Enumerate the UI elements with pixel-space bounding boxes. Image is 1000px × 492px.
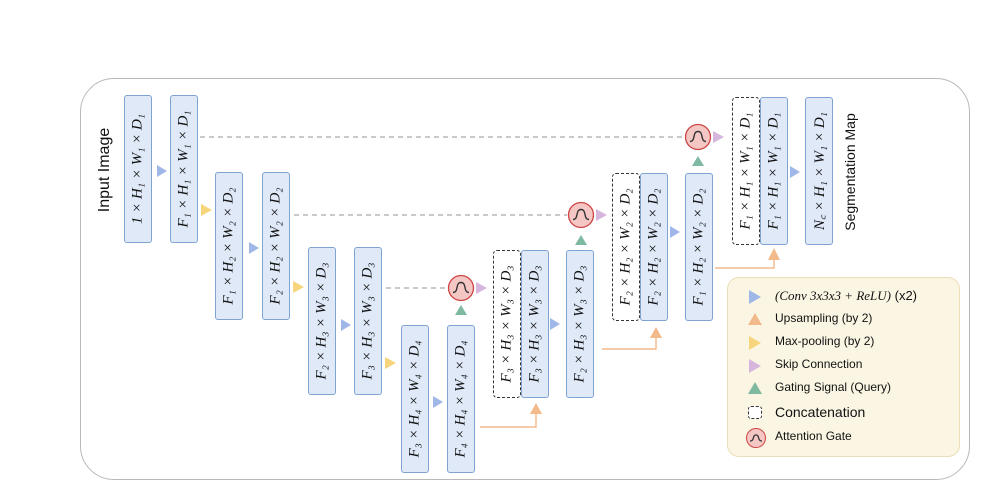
decoder-block-1-label: F₁ × H₁ × W₁ × D₁ xyxy=(765,112,782,230)
legend-skip-text: Skip Connection xyxy=(775,357,863,371)
segmentation-map-label: Segmentation Map xyxy=(842,113,858,231)
concat-block-2: F₂ × H₂ × W₂ × D₂ xyxy=(612,173,640,321)
legend-conv-text: (Conv 3x3x3 + ReLU) (x2) xyxy=(775,288,917,304)
bottleneck-block-a: F₃ × H₄ × W₄ × D₄ xyxy=(401,325,429,473)
conv-arrow-2 xyxy=(249,242,259,254)
legend-gating-text: Gating Signal (Query) xyxy=(775,380,892,394)
input-image-label: Input Image xyxy=(96,127,113,213)
skip-arrow-icon xyxy=(749,359,761,373)
legend-gating: Gating Signal (Query) xyxy=(728,379,961,399)
upsample-path-1 xyxy=(480,412,537,428)
output-block-label: N꜀ × H₁ × W₁ × D₁ xyxy=(812,112,828,230)
decoder-block-2a: F₂ × H₂ × W₂ × D₂ xyxy=(640,173,668,321)
encoder-block-1-label: F₁ × H₁ × W₁ × D₁ xyxy=(175,110,192,228)
gating-arrowhead-1 xyxy=(692,156,704,166)
decoder-block-3b: F₂ × H₃ × W₃ × D₃ xyxy=(566,250,594,398)
conv-arrow-icon xyxy=(749,290,761,304)
skip-arrowhead-2 xyxy=(596,209,607,221)
diagram-frame xyxy=(80,78,970,480)
legend-attention-text: Attention Gate xyxy=(775,429,852,443)
attention-gate-glyph xyxy=(749,434,763,442)
legend-conv: (Conv 3x3x3 + ReLU) (x2) xyxy=(728,287,961,307)
bottleneck-block-a-label: F₃ × H₄ × W₄ × D₄ xyxy=(406,340,423,458)
encoder-block-2a: F₁ × H₂ × W₂ × D₂ xyxy=(215,172,243,320)
decoder-block-3b-label: F₂ × H₃ × W₃ × D₃ xyxy=(571,265,588,383)
legend-upsampling-text: Upsampling (by 2) xyxy=(775,311,873,325)
skip-arrowhead-1 xyxy=(713,131,724,143)
upsample-path-3 xyxy=(715,258,775,269)
maxpool-arrow-1 xyxy=(201,204,212,216)
encoder-block-2a-label: F₁ × H₂ × W₂ × D₂ xyxy=(220,187,237,305)
upsample-path-2 xyxy=(602,337,657,350)
decoder-block-1: F₁ × H₁ × W₁ × D₁ xyxy=(760,97,788,245)
decoder-block-2b-label: F₁ × H₂ × W₂ × D₂ xyxy=(690,188,707,306)
legend-skip: Skip Connection xyxy=(728,356,961,376)
legend-conv-suffix: (x2) xyxy=(891,288,917,303)
upsample-arrowhead-1 xyxy=(530,403,542,414)
legend-concat-text: Concatenation xyxy=(775,404,866,420)
attention-gate-1 xyxy=(684,123,712,151)
legend-attention: Attention Gate xyxy=(728,428,961,448)
output-block: N꜀ × H₁ × W₁ × D₁ xyxy=(805,97,833,245)
gating-arrow-icon xyxy=(748,382,762,394)
encoder-block-3a: F₂ × H₃ × W₃ × D₃ xyxy=(308,247,336,395)
conv-arrow-7 xyxy=(790,166,800,178)
conv-arrow-1 xyxy=(157,165,167,177)
conv-arrow-4 xyxy=(433,396,443,408)
conv-arrow-5 xyxy=(550,318,560,330)
conv-arrow-6 xyxy=(670,226,680,238)
concat-block-1: F₁ × H₁ × W₁ × D₁ xyxy=(732,97,760,245)
bottleneck-block-b-label: F₄ × H₄ × W₄ × D₄ xyxy=(452,340,469,458)
legend-upsampling: Upsampling (by 2) xyxy=(728,310,961,330)
concat-block-3: F₃ × H₃ × W₃ × D₃ xyxy=(493,250,521,398)
encoder-block-1: F₁ × H₁ × W₁ × D₁ xyxy=(170,95,198,243)
encoder-block-3b: F₃ × H₃ × W₃ × D₃ xyxy=(354,247,382,395)
legend-maxpool: Max-pooling (by 2) xyxy=(728,333,961,353)
input-block: 1 × H₁ × W₁ × D₁ xyxy=(124,95,152,243)
decoder-block-2a-label: F₂ × H₂ × W₂ × D₂ xyxy=(645,188,662,306)
concat-dashed-box-icon xyxy=(748,406,762,419)
attention-gate-icon xyxy=(746,428,766,448)
decoder-block-3a: F₃ × H₃ × W₃ × D₃ xyxy=(521,250,549,398)
encoder-block-3a-label: F₂ × H₃ × W₃ × D₃ xyxy=(313,262,330,380)
bottleneck-block-b: F₄ × H₄ × W₄ × D₄ xyxy=(447,325,475,473)
attention-gate-2 xyxy=(567,201,595,229)
conv-arrow-3 xyxy=(341,319,351,331)
attention-gate-3 xyxy=(447,274,475,302)
upsample-arrow-icon xyxy=(748,313,762,325)
decoder-block-2b: F₁ × H₂ × W₂ × D₂ xyxy=(685,173,713,321)
upsample-arrowhead-3 xyxy=(768,248,780,260)
encoder-block-2b: F₂ × H₂ × W₂ × D₂ xyxy=(262,172,290,320)
legend-concat: Concatenation xyxy=(728,403,961,423)
concat-block-2-label: F₂ × H₂ × W₂ × D₂ xyxy=(617,188,634,306)
concat-block-3-label: F₃ × H₃ × W₃ × D₃ xyxy=(498,265,515,383)
legend: (Conv 3x3x3 + ReLU) (x2) Upsampling (by … xyxy=(727,277,960,457)
gating-arrowhead-3 xyxy=(455,305,467,315)
upsample-arrowhead-2 xyxy=(650,327,662,338)
legend-conv-formula: (Conv 3x3x3 + ReLU) xyxy=(775,288,891,303)
decoder-block-3a-label: F₃ × H₃ × W₃ × D₃ xyxy=(526,265,543,383)
encoder-block-2b-label: F₂ × H₂ × W₂ × D₂ xyxy=(267,187,284,305)
encoder-block-3b-label: F₃ × H₃ × W₃ × D₃ xyxy=(359,262,376,380)
input-block-label: 1 × H₁ × W₁ × D₁ xyxy=(129,113,146,225)
gating-arrowhead-2 xyxy=(575,235,587,245)
concat-block-1-label: F₁ × H₁ × W₁ × D₁ xyxy=(737,112,754,230)
maxpool-arrow-icon xyxy=(749,336,761,350)
maxpool-arrow-3 xyxy=(385,357,396,369)
maxpool-arrow-2 xyxy=(293,281,304,293)
skip-arrowhead-3 xyxy=(476,282,487,294)
legend-maxpool-text: Max-pooling (by 2) xyxy=(775,334,875,348)
